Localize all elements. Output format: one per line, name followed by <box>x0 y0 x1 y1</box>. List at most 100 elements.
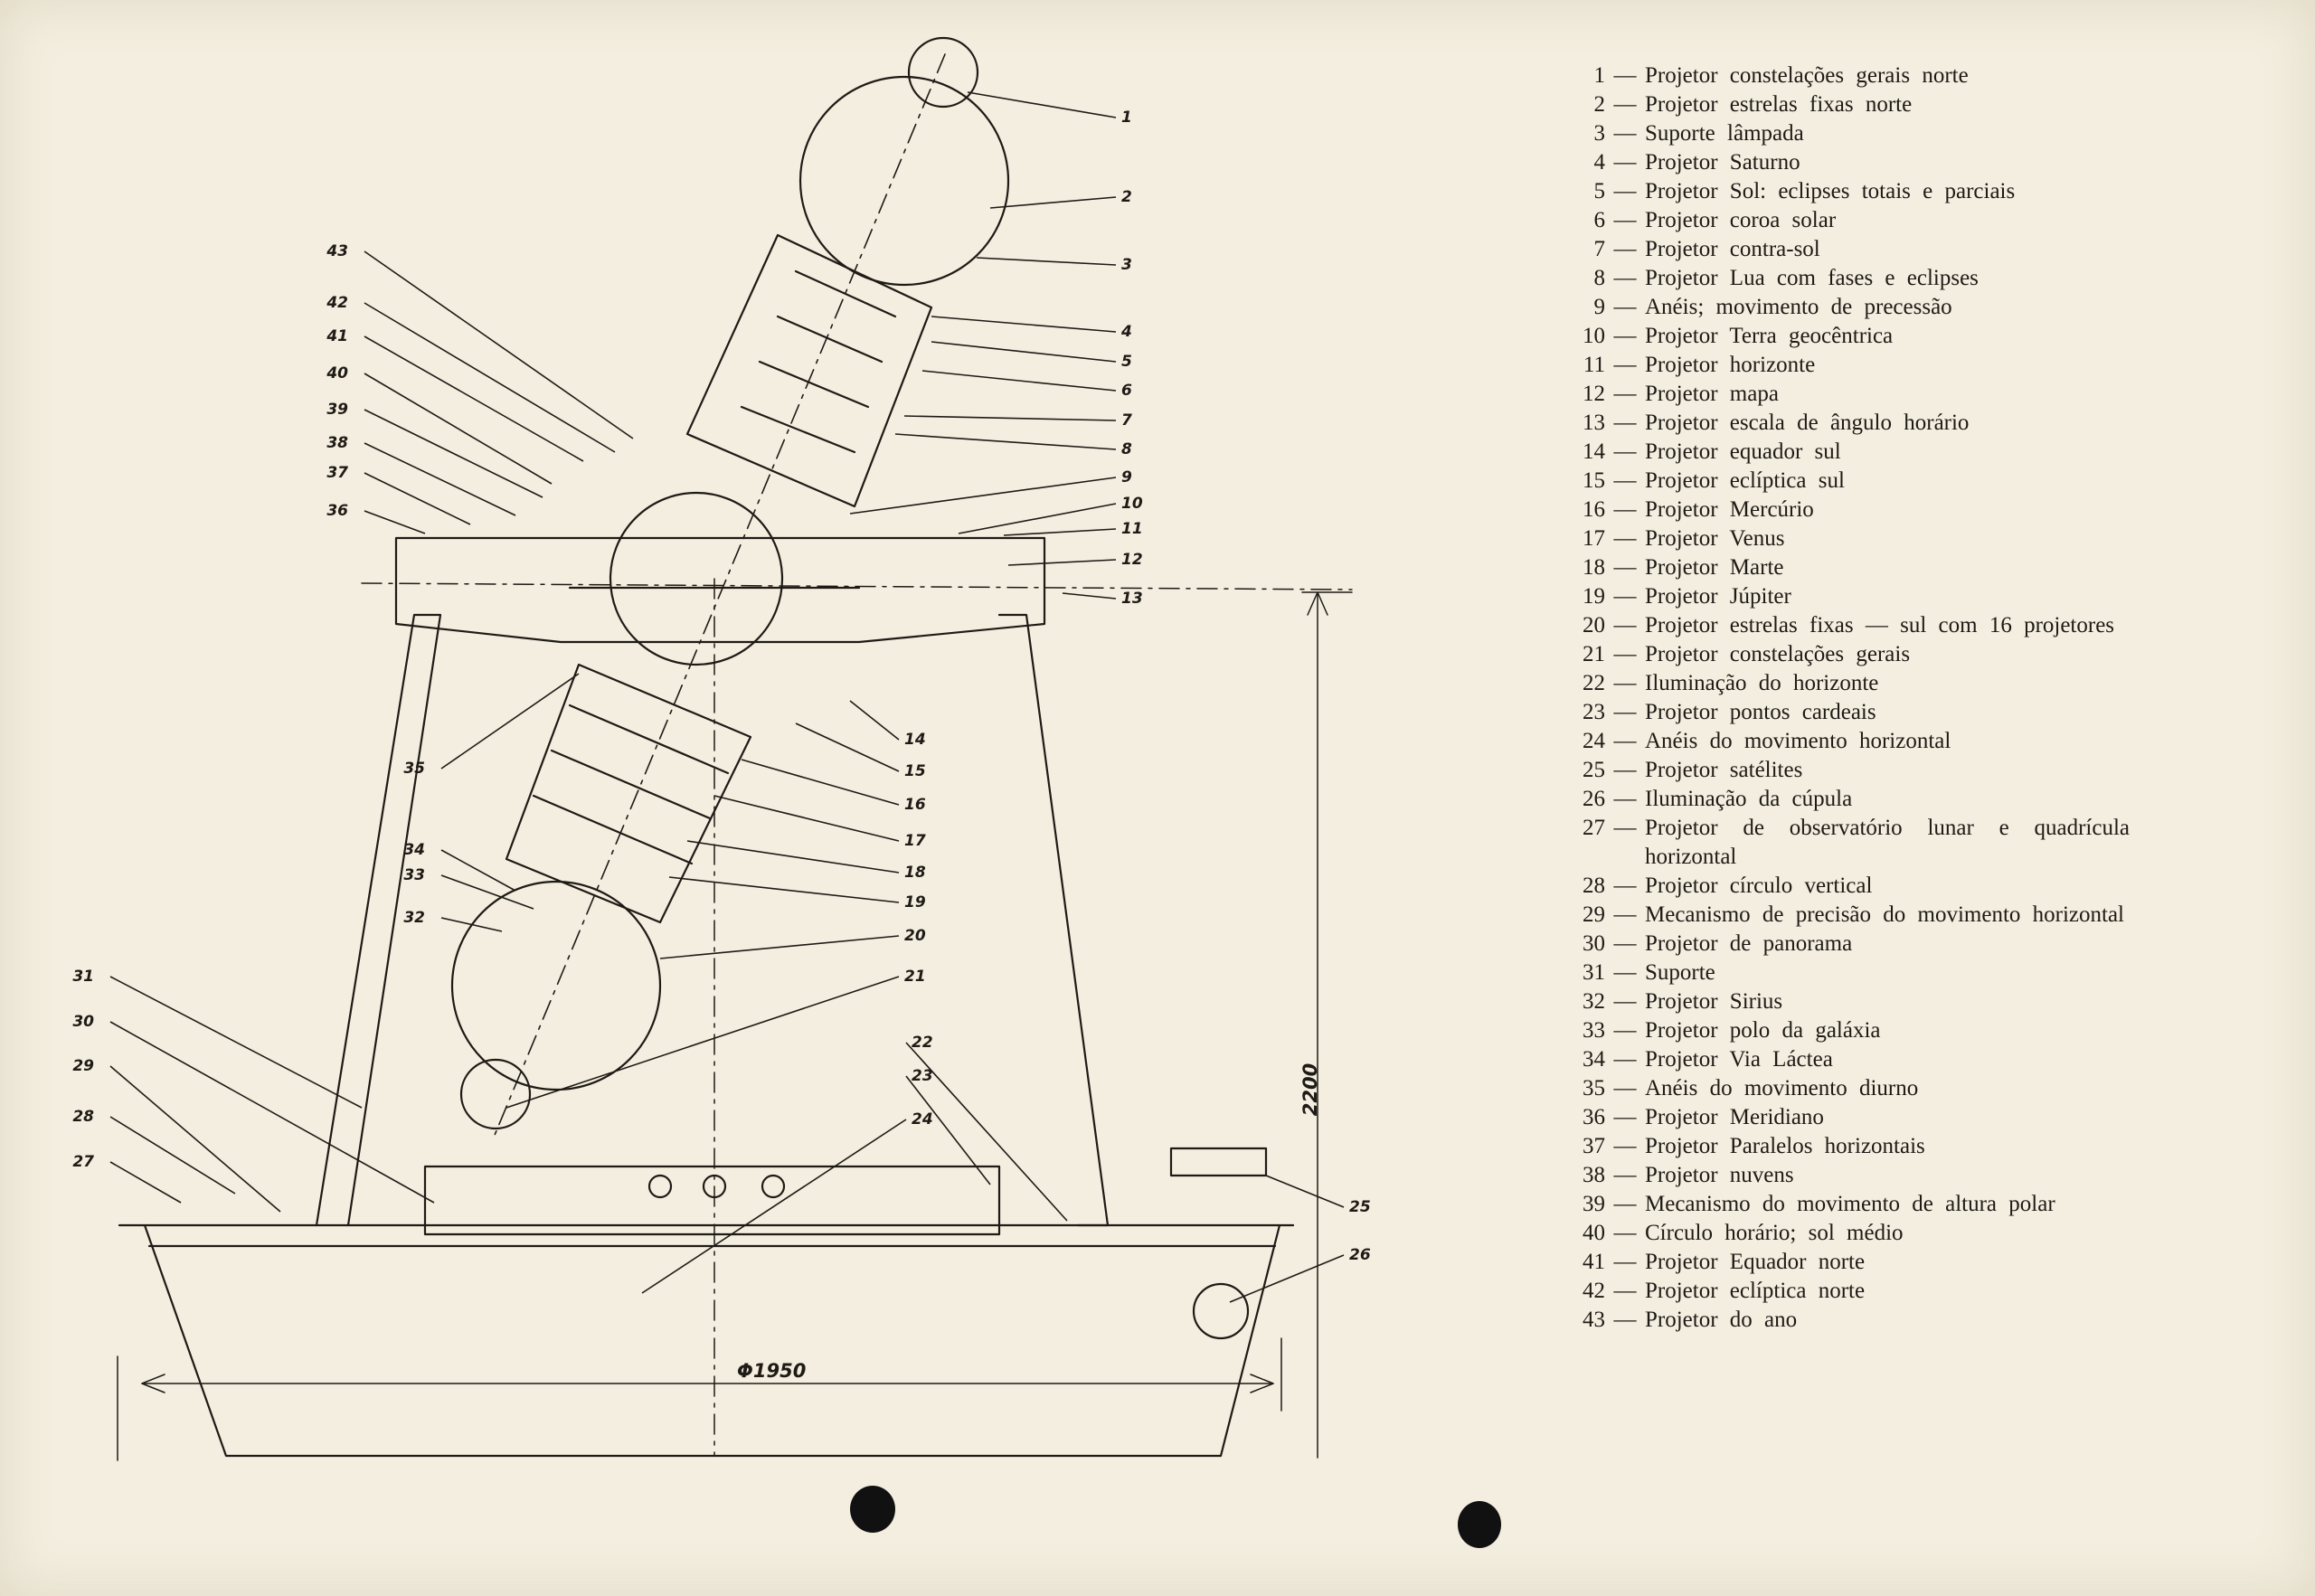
parts-legend: 1—Projetor constelações gerais norte 2—P… <box>1569 61 2130 1335</box>
callout-leader-line <box>109 1116 236 1195</box>
legend-item: 26—Iluminação da cúpula <box>1569 785 2130 814</box>
legend-number: 43 <box>1583 1308 1605 1332</box>
callout-leader-line <box>109 1065 281 1213</box>
legend-number: 6 <box>1593 208 1606 232</box>
callout-number-label: 41 <box>326 327 348 345</box>
callout-number-label: 30 <box>72 1013 94 1031</box>
callout-number-label: 28 <box>72 1108 94 1126</box>
callout-leader-line <box>364 472 471 525</box>
legend-number: 21 <box>1583 642 1605 666</box>
callout-leader-line <box>921 370 1117 392</box>
callout-number-label: 11 <box>1121 520 1143 538</box>
legend-number: 38 <box>1583 1163 1605 1187</box>
callout-leader-line <box>1265 1175 1345 1208</box>
legend-number: 40 <box>1583 1221 1605 1245</box>
legend-text: Projetor Saturno <box>1645 150 1800 175</box>
callout-number-label: 19 <box>904 893 926 911</box>
legend-item: 25—Projetor satélites <box>1569 756 2130 785</box>
upper-cage-bars <box>740 269 897 454</box>
legend-item: 1—Projetor constelações gerais norte <box>1569 61 2130 90</box>
legend-text: Suporte lâmpada <box>1645 121 1804 146</box>
callout-number-label: 39 <box>326 401 348 419</box>
callout-number-label: 3 <box>1121 256 1132 274</box>
legend-item: 21—Projetor constelações gerais <box>1569 640 2130 669</box>
callout-number-label: 21 <box>904 968 926 986</box>
callout-number-label: 29 <box>72 1057 94 1075</box>
legend-number: 42 <box>1583 1279 1605 1303</box>
callout-leader-line <box>364 409 543 498</box>
polar-frame <box>394 536 1046 644</box>
satellite-projector <box>1169 1147 1268 1177</box>
legend-text: Projetor de observatório lunar e quadríc… <box>1645 816 2130 869</box>
support-leg-left <box>315 613 442 1227</box>
support-leg-right <box>997 613 1110 1227</box>
legend-number: 7 <box>1593 237 1606 261</box>
legend-text: Suporte <box>1645 960 1715 985</box>
legend-number: 14 <box>1583 439 1605 464</box>
callout-leader-line <box>364 510 426 534</box>
callout-leader-line <box>849 700 900 741</box>
dimension-height-arrow <box>1307 591 1328 616</box>
callout-number-label: 36 <box>326 502 348 520</box>
callout-leader-line <box>440 917 503 932</box>
lower-cage-bars <box>532 704 730 865</box>
legend-number: 41 <box>1583 1250 1605 1274</box>
callout-number-label: 2 <box>1121 188 1132 206</box>
legend-text: Iluminação do horizonte <box>1645 671 1879 695</box>
callout-number-label: 7 <box>1121 411 1132 430</box>
legend-number: 26 <box>1583 787 1605 811</box>
legend-number: 24 <box>1583 729 1605 753</box>
callout-leader-line <box>1062 592 1117 600</box>
horizontal-motion-housing <box>423 1165 1001 1236</box>
legend-text: Projetor Paralelos horizontais <box>1645 1134 1925 1158</box>
legend-text: Círculo horário; sol médio <box>1645 1221 1904 1245</box>
legend-text: Projetor pontos cardeais <box>1645 700 1876 724</box>
legend-text: Projetor constelações gerais norte <box>1645 63 1969 88</box>
legend-text: Anéis do movimento horizontal <box>1645 729 1951 753</box>
legend-text: Projetor Via Láctea <box>1645 1047 1833 1072</box>
callout-number-label: 38 <box>326 434 348 452</box>
callout-leader-line <box>713 795 900 842</box>
legend-text: Projetor polo da galáxia <box>1645 1018 1881 1043</box>
housing-port <box>702 1174 727 1199</box>
legend-text: Projetor Sol: eclipses totais e parciais <box>1645 179 2016 203</box>
callout-number-label: 27 <box>72 1153 94 1171</box>
legend-text: Projetor nuvens <box>1645 1163 1794 1187</box>
legend-text: Projetor Mercúrio <box>1645 497 1814 522</box>
legend-number: 20 <box>1583 613 1605 637</box>
legend-number: 11 <box>1583 353 1605 377</box>
legend-text: Projetor eclíptica sul <box>1645 468 1845 493</box>
legend-text: Iluminação da cúpula <box>1645 787 1853 811</box>
legend-item: 39—Mecanismo do movimento de altura pola… <box>1569 1190 2130 1219</box>
legend-number: 5 <box>1593 179 1606 203</box>
binder-hole-left <box>850 1486 895 1533</box>
callout-number-label: 34 <box>403 841 425 859</box>
callout-leader-line <box>1003 528 1117 536</box>
legend-text: Mecanismo do movimento de altura polar <box>1645 1192 2055 1216</box>
legend-item: 24—Anéis do movimento horizontal <box>1569 727 2130 756</box>
callout-number-label: 40 <box>326 364 348 382</box>
callout-number-label: 16 <box>904 796 926 814</box>
south-star-sphere <box>450 880 662 1091</box>
planetarium-projector-drawing: 1234567891011121314151617181920212223242… <box>72 36 1371 1461</box>
legend-text: Projetor eclíptica norte <box>1645 1279 1866 1303</box>
legend-number: 3 <box>1593 121 1606 146</box>
callout-number-label: 42 <box>326 294 348 312</box>
callout-number-label: 35 <box>403 760 425 778</box>
legend-item: 2—Projetor estrelas fixas norte <box>1569 90 2130 119</box>
legend-number: 39 <box>1583 1192 1605 1216</box>
legend-item: 32—Projetor Sirius <box>1569 987 2130 1016</box>
legend-number: 33 <box>1583 1018 1605 1043</box>
callout-leader-line <box>686 840 900 874</box>
legend-number: 25 <box>1583 758 1605 782</box>
legend-number: 10 <box>1583 324 1605 348</box>
callout-number-label: 15 <box>904 762 926 780</box>
callout-number-label: 5 <box>1121 353 1132 371</box>
binder-hole-right <box>1458 1501 1501 1548</box>
legend-item: 30—Projetor de panorama <box>1569 930 2130 959</box>
callout-leader-line <box>976 257 1117 266</box>
callout-leader-line <box>109 976 363 1109</box>
south-constellation-head <box>459 1058 532 1130</box>
callout-number-label: 25 <box>1349 1198 1371 1216</box>
legend-text: Projetor círculo vertical <box>1645 874 1873 898</box>
